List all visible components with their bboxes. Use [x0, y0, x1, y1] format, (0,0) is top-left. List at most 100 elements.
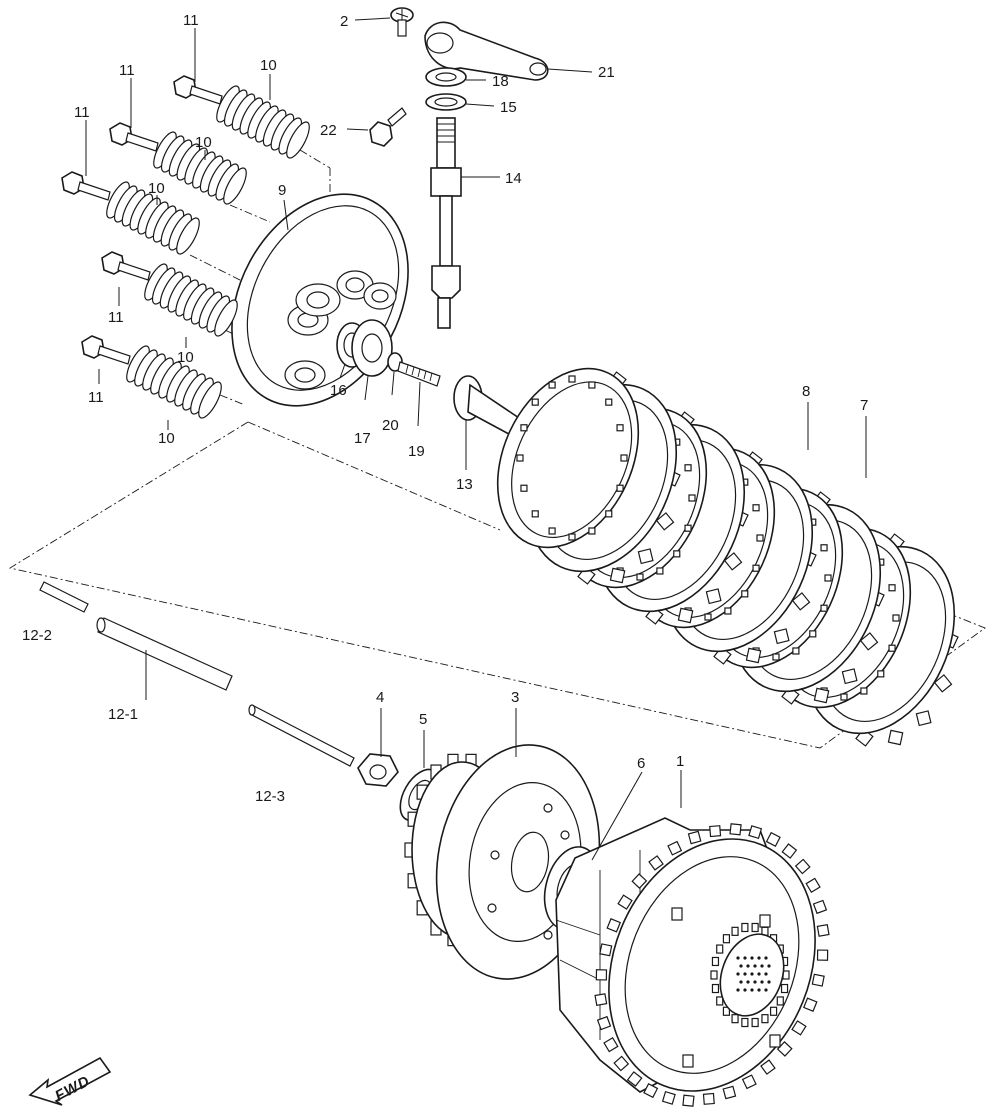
callout-labels: 2 21 18 15 22 14 11 11 11 11 11 10 10 10…: [22, 12, 868, 805]
inner-gear-tooth: [761, 1014, 769, 1024]
part-22-bolt: [369, 107, 407, 147]
outer-tooth: [617, 894, 633, 910]
callout-10-third: 10: [148, 180, 165, 197]
fwd-direction-arrow: FWD: [28, 1056, 112, 1106]
gear-dot: [764, 972, 768, 976]
plate-tab: [887, 729, 904, 746]
leader-lines: [85, 17, 867, 861]
callout-15: 15: [500, 99, 517, 116]
plate-spline: [877, 670, 885, 678]
outer-tooth: [709, 825, 722, 838]
plate-tab: [859, 632, 879, 651]
plate-spline: [688, 494, 696, 502]
callout-20: 20: [382, 417, 399, 434]
callout-21: 21: [598, 64, 615, 81]
gear-dot: [739, 964, 743, 968]
callout-10-top: 10: [260, 57, 277, 74]
gear-dot: [767, 964, 771, 968]
gear-dot: [750, 972, 754, 976]
part-15-washer: [425, 93, 467, 111]
outer-tooth: [687, 830, 702, 845]
callout-19: 19: [408, 443, 425, 460]
part-21-lifter-arm: [424, 21, 549, 81]
part-14-lifter-shaft: [430, 117, 462, 329]
outer-tooth: [667, 840, 683, 856]
outer-tooth: [729, 823, 742, 836]
plate-tab: [609, 567, 626, 584]
bolt-shank: [117, 261, 151, 281]
gear-dot: [760, 964, 764, 968]
plate-spline: [656, 567, 664, 575]
plate-tab: [677, 607, 694, 624]
callout-13: 13: [456, 476, 473, 493]
plate-spline: [820, 604, 828, 612]
plate-spline: [588, 381, 596, 389]
gear-dot: [750, 988, 754, 992]
gear-dot: [746, 964, 750, 968]
plate-tab: [637, 548, 654, 565]
bolt-shank: [125, 132, 159, 152]
inner-gear-tooth: [776, 996, 784, 1006]
outer-tooth: [595, 969, 608, 981]
gear-dot: [753, 980, 757, 984]
outer-tooth: [794, 858, 811, 875]
plate-spline: [605, 510, 613, 518]
callout-6: 6: [637, 755, 645, 772]
outer-tooth: [626, 1071, 643, 1087]
gear-dot: [757, 988, 761, 992]
plate-spline: [772, 653, 780, 661]
outer-tooth: [781, 843, 798, 859]
outer-tooth: [648, 855, 664, 871]
plate-tab: [773, 628, 790, 645]
bolt-shank: [77, 181, 111, 201]
plate-tab: [841, 668, 858, 685]
inner-gear-tooth: [716, 944, 724, 954]
inner-gear-tooth: [751, 1017, 759, 1028]
plate-spline: [892, 614, 900, 622]
plate-spline: [620, 454, 628, 462]
gear-dot: [736, 972, 740, 976]
outer-tooth: [682, 1094, 695, 1107]
plate-spline: [516, 454, 524, 462]
outer-tooth: [748, 825, 763, 840]
plate-spline: [568, 533, 576, 541]
outer-tooth: [765, 831, 781, 847]
part-4-nut: [357, 753, 399, 787]
inner-gear-tooth: [731, 926, 739, 936]
inner-gear-tooth: [751, 922, 759, 933]
callout-18: 18: [492, 73, 509, 90]
spring-bolt-pair: [173, 75, 310, 159]
callout-12-2: 12-2: [22, 627, 52, 644]
outer-tooth: [816, 949, 829, 961]
plate-spline: [860, 687, 868, 695]
callout-4: 4: [376, 689, 384, 706]
outer-tooth: [603, 1036, 619, 1053]
callout-10-second: 10: [195, 134, 212, 151]
outer-tooth: [722, 1085, 737, 1100]
inner-gear-tooth: [741, 1017, 749, 1028]
plate-spline: [548, 381, 556, 389]
inner-gear-tooth: [716, 996, 724, 1006]
spring-coil: [286, 121, 310, 159]
part-12-3-rod: [248, 704, 355, 767]
plate-spline: [520, 424, 528, 432]
plate-spline: [673, 550, 681, 558]
callout-10-fourth: 10: [177, 349, 194, 366]
spring-bolt-pair: [101, 251, 238, 337]
callout-11-top: 11: [183, 12, 199, 29]
callout-11-bottom: 11: [88, 389, 104, 406]
assembly-guide-lines: [8, 149, 986, 749]
gear-dot: [736, 956, 740, 960]
clutch-plate-stack: [496, 367, 959, 747]
part-18-oil-seal: [425, 67, 467, 87]
bolt-shank: [189, 85, 223, 105]
plate-spline: [531, 398, 539, 406]
callout-8: 8: [802, 383, 810, 400]
plate-spline: [684, 464, 692, 472]
plate-spline: [809, 630, 817, 638]
outer-tooth: [811, 973, 825, 987]
plate-tab: [933, 674, 953, 693]
outer-tooth: [599, 943, 613, 957]
plate-spline: [741, 590, 749, 598]
